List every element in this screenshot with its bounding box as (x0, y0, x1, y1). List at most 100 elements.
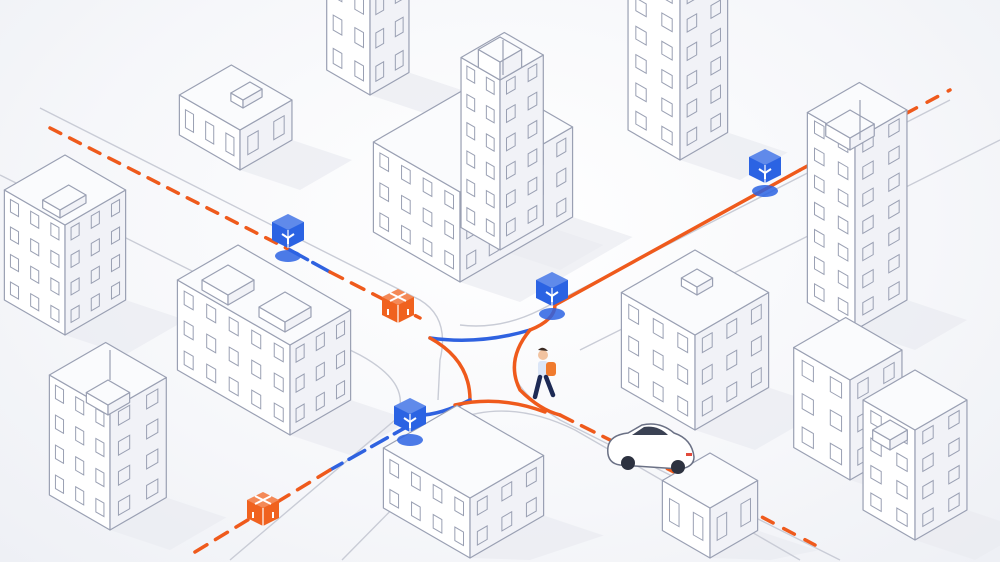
window (923, 481, 933, 499)
window (815, 202, 825, 220)
window (662, 41, 672, 60)
marker-pin (752, 185, 778, 197)
window (467, 123, 475, 140)
rooftop-unit (258, 291, 312, 333)
window (355, 28, 364, 48)
backpack (546, 362, 556, 376)
building-roof (230, 81, 263, 101)
building (4, 155, 125, 335)
window (206, 121, 214, 144)
window-grid (296, 321, 344, 423)
window (51, 223, 59, 240)
window (506, 190, 515, 208)
rooftop-unit (872, 419, 908, 451)
window (467, 179, 475, 196)
shadow (240, 140, 352, 190)
route-path (428, 328, 532, 342)
building (177, 245, 350, 435)
window-grid (248, 116, 284, 155)
rooftop-unit (477, 36, 523, 81)
window-grid (467, 66, 494, 236)
window (390, 460, 399, 479)
window (871, 466, 881, 484)
window-grid (71, 200, 119, 323)
window (949, 493, 959, 511)
blue-plant-marker-icon (536, 272, 568, 320)
window (636, 26, 646, 45)
route-path (512, 328, 562, 417)
buildings (4, 0, 967, 558)
window (687, 127, 697, 145)
window (207, 364, 216, 383)
window (897, 481, 907, 499)
window (486, 191, 494, 208)
window (678, 333, 688, 353)
window (445, 190, 454, 209)
window (528, 206, 537, 224)
window (376, 62, 384, 82)
window (229, 347, 238, 366)
route-path (48, 126, 292, 252)
window (889, 200, 899, 218)
hair (538, 347, 548, 351)
window (802, 360, 813, 382)
window (423, 178, 432, 196)
window (506, 105, 515, 123)
window (336, 351, 344, 369)
window (687, 70, 697, 88)
window (395, 0, 403, 3)
window (51, 278, 59, 295)
window-grid (184, 291, 283, 422)
window (412, 472, 421, 491)
window (815, 121, 825, 139)
window-grid (185, 110, 233, 156)
window (815, 148, 825, 166)
window (147, 419, 158, 439)
window (252, 330, 261, 349)
window-grid (636, 0, 672, 145)
window (184, 351, 193, 370)
window (863, 215, 873, 233)
window (838, 189, 848, 207)
building-roof (201, 264, 255, 296)
window (147, 389, 158, 409)
building-roof (382, 404, 545, 499)
window (923, 453, 933, 471)
window (316, 362, 324, 380)
building (863, 370, 967, 540)
window (91, 266, 99, 283)
window (830, 377, 841, 399)
window-grid (376, 0, 403, 81)
window (477, 526, 487, 545)
window (118, 495, 129, 515)
window (91, 239, 99, 256)
window (226, 133, 234, 156)
window (76, 487, 84, 505)
window (653, 319, 663, 339)
window (889, 146, 899, 164)
window (445, 250, 454, 269)
window (670, 499, 680, 527)
window (111, 227, 119, 244)
window (830, 443, 841, 465)
window (687, 14, 697, 32)
window (10, 255, 18, 272)
cube-top (394, 398, 426, 414)
marker-pin (539, 308, 565, 320)
window (390, 490, 399, 509)
window (702, 396, 712, 416)
window (71, 223, 79, 240)
window (248, 131, 258, 155)
window (629, 304, 639, 324)
window (636, 55, 646, 74)
rooftop-unit (85, 379, 131, 416)
window (662, 70, 672, 89)
window (863, 188, 873, 206)
window (815, 230, 825, 248)
window (486, 106, 494, 123)
window (333, 48, 342, 68)
window (636, 83, 646, 102)
window (506, 218, 515, 236)
orange-package-icon (247, 492, 279, 526)
window (336, 321, 344, 339)
